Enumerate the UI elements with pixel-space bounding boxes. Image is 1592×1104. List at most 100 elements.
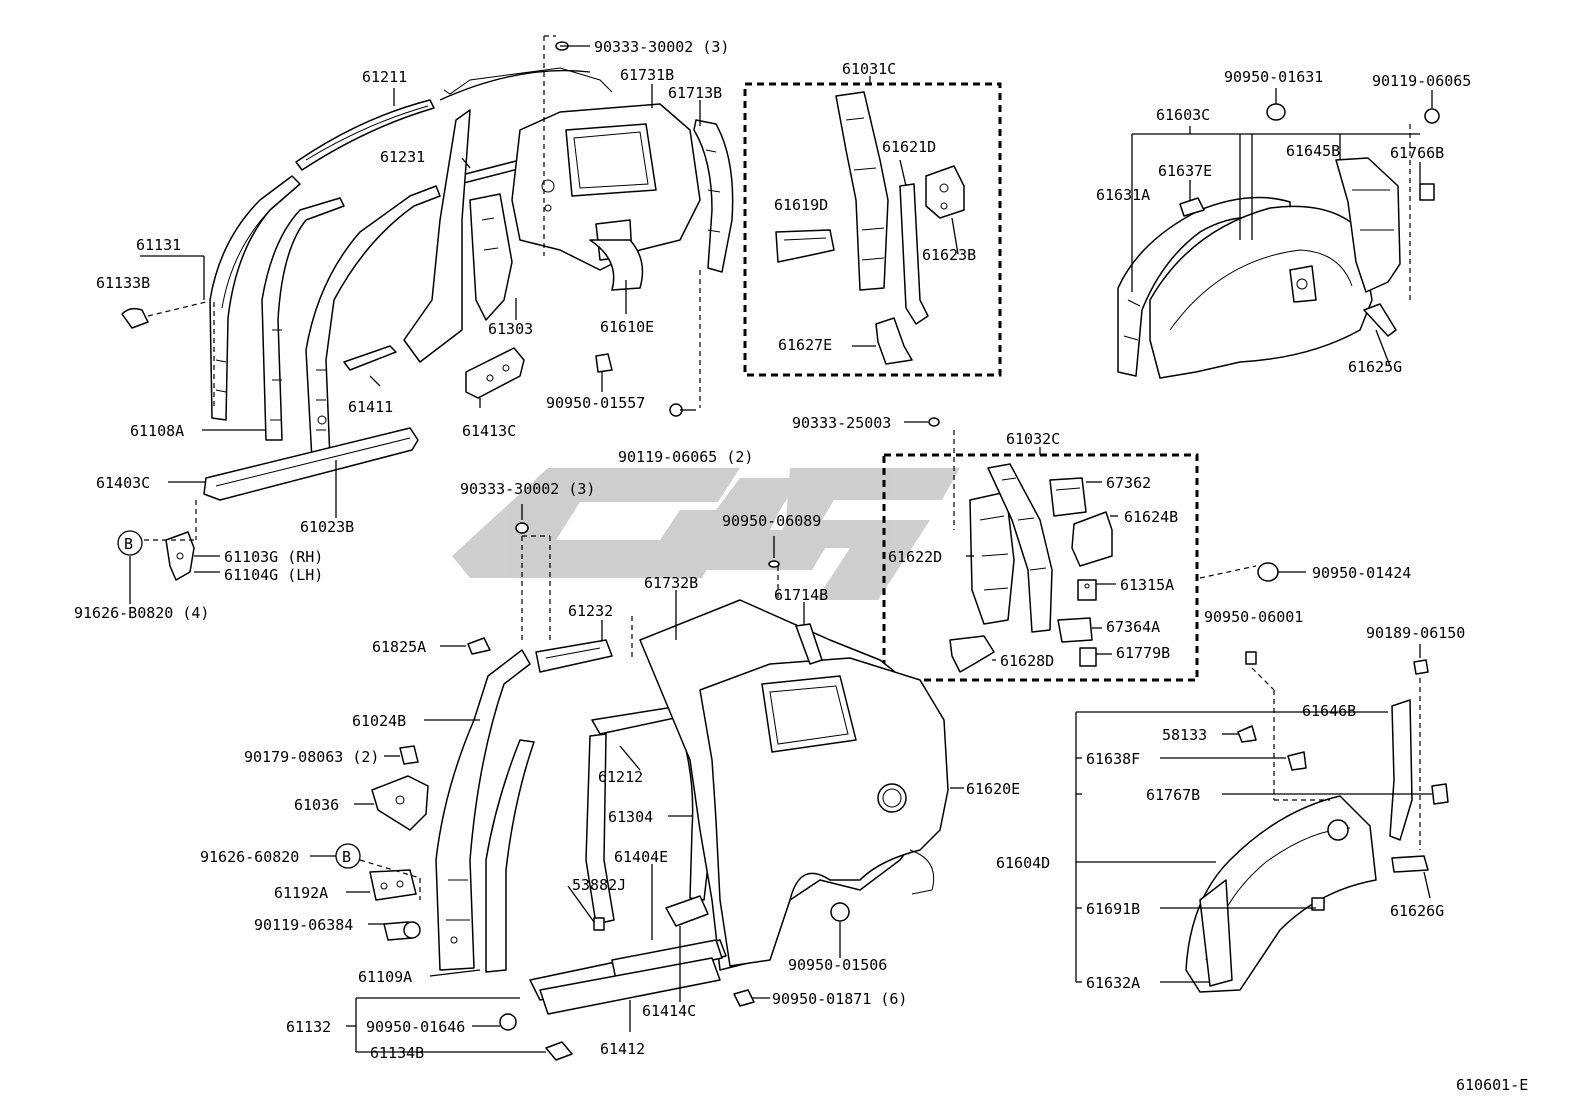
label-61732b: 61732B xyxy=(644,574,698,592)
label-91626-b0820: 91626-B0820 (4) xyxy=(74,604,209,622)
label-61232: 61232 xyxy=(568,602,613,620)
part-61714B-pillar-strip xyxy=(795,623,823,665)
label-61103g: 61103G (RH) xyxy=(224,548,323,566)
part-90950-06089-plug xyxy=(768,560,780,568)
label-61626g: 61626G xyxy=(1390,902,1444,920)
part-58133-clip xyxy=(1237,725,1257,743)
part-90950-01424-plug xyxy=(1257,562,1279,582)
label-61023b: 61023B xyxy=(300,518,354,536)
part-61192A-bracket xyxy=(369,869,417,901)
label-90950-01646: 90950-01646 xyxy=(366,1018,465,1036)
part-61411-rocker-panel xyxy=(343,345,397,371)
label-90950-01871: 90950-01871 (6) xyxy=(772,990,907,1008)
label-61610e: 61610E xyxy=(600,318,654,336)
label-90119-06065-top: 90119-06065 xyxy=(1372,72,1471,90)
label-61211: 61211 xyxy=(362,68,407,86)
part-61624B-gusset xyxy=(1071,511,1113,567)
part-90119-06065-bolt-top xyxy=(1424,108,1440,124)
part-67362-bracket xyxy=(1049,477,1087,517)
label-61637e: 61637E xyxy=(1158,162,1212,180)
label-61132: 61132 xyxy=(286,1018,331,1036)
part-90119-06065-bolt xyxy=(669,403,696,417)
part-61103G-hinge-bracket xyxy=(165,531,195,581)
label-67364a: 67364A xyxy=(1106,618,1160,636)
part-61031C-pillar xyxy=(835,91,889,291)
label-61627e: 61627E xyxy=(778,336,832,354)
part-61767B-pad xyxy=(1431,783,1449,805)
label-61619d: 61619D xyxy=(774,196,828,214)
part-90119-06384-bolt xyxy=(383,921,421,941)
label-61631a: 61631A xyxy=(1096,186,1150,204)
label-90950-01424: 90950-01424 xyxy=(1312,564,1411,582)
part-61109A-pillar-inner xyxy=(485,739,535,973)
label-61109a: 61109A xyxy=(358,968,412,986)
label-58133: 58133 xyxy=(1162,726,1207,744)
label-90950-06001: 90950-06001 xyxy=(1204,608,1303,626)
label-90950-01631: 90950-01631 xyxy=(1224,68,1323,86)
part-61412-rocker-outer xyxy=(539,957,721,1015)
label-61604d: 61604D xyxy=(996,854,1050,872)
label-61624b: 61624B xyxy=(1124,508,1178,526)
part-61713B-rear-pillar-strip xyxy=(693,119,734,273)
part-61646B-rear-bracket xyxy=(1389,699,1413,841)
part-61645B-rear-panel xyxy=(1335,157,1401,293)
part-67364A-bracket xyxy=(1057,617,1093,643)
label-90189-06150: 90189-06150 xyxy=(1366,624,1465,642)
part-90333-25003-clip xyxy=(928,417,940,427)
label-61731b: 61731B xyxy=(620,66,674,84)
label-53882j: 53882J xyxy=(572,876,626,894)
part-90950-01631-cap xyxy=(1266,103,1286,121)
part-61036-hinge-bracket xyxy=(371,775,429,831)
part-90950-01871-nut xyxy=(733,989,755,1007)
label-61638f: 61638F xyxy=(1086,750,1140,768)
label-67362: 67362 xyxy=(1106,474,1151,492)
label-61303: 61303 xyxy=(488,320,533,338)
part-61303-pillar-panel xyxy=(403,67,613,363)
part-61413C-rocker-reinforcement xyxy=(465,347,525,399)
group-box-61031C xyxy=(743,82,1002,377)
part-61691B-clip xyxy=(1311,897,1325,911)
label-61766b: 61766B xyxy=(1390,144,1444,162)
part-61625G-bracket xyxy=(1363,303,1397,337)
watermark-logo xyxy=(452,468,960,600)
label-61632a: 61632A xyxy=(1086,974,1140,992)
label-90950-01557: 90950-01557 xyxy=(546,394,645,412)
label-61414c: 61414C xyxy=(642,1002,696,1020)
label-90333-30002-mid: 90333-30002 (3) xyxy=(460,480,595,498)
label-61621d: 61621D xyxy=(882,138,936,156)
part-53882J-clip xyxy=(593,917,605,931)
part-61623B-gusset xyxy=(925,165,965,219)
part-61620E-quarter-panel xyxy=(699,657,949,967)
part-labels: 61211 90333-30002 (3) 61731B 61713B 6103… xyxy=(74,38,1528,1094)
callout-letter: B xyxy=(342,848,351,866)
part-61631A-wheel-house-inner xyxy=(1149,205,1373,379)
part-61621D-channel xyxy=(899,183,929,325)
label-61404e: 61404E xyxy=(614,848,668,866)
label-61403c: 61403C xyxy=(96,474,150,492)
label-61108a: 61108A xyxy=(130,422,184,440)
label-61713b: 61713B xyxy=(668,84,722,102)
label-61628d: 61628D xyxy=(1000,652,1054,670)
label-61304: 61304 xyxy=(608,808,653,826)
part-90950-01646-plug xyxy=(499,1013,517,1031)
label-61620e: 61620E xyxy=(966,780,1020,798)
part-61403C-rocker-outer xyxy=(203,427,419,501)
label-61412: 61412 xyxy=(600,1040,645,1058)
label-61691b: 61691B xyxy=(1086,900,1140,918)
label-61192a: 61192A xyxy=(274,884,328,902)
part-61779B-pad xyxy=(1079,647,1097,667)
label-61646b: 61646B xyxy=(1302,702,1356,720)
label-61622d: 61622D xyxy=(888,548,942,566)
leader-lines xyxy=(129,35,1433,1053)
part-61766B-pad xyxy=(1419,183,1435,201)
label-61411: 61411 xyxy=(348,398,393,416)
label-61031c: 61031C xyxy=(842,60,896,78)
part-61619D-bracket xyxy=(775,229,835,263)
part-61131-front-pillar-outer xyxy=(209,175,301,421)
part-61108A-front-pillar-inner xyxy=(261,197,345,441)
label-61036: 61036 xyxy=(294,796,339,814)
part-61632A-wheel-house-inner xyxy=(1199,879,1233,987)
part-61637E-clip xyxy=(1179,197,1205,217)
